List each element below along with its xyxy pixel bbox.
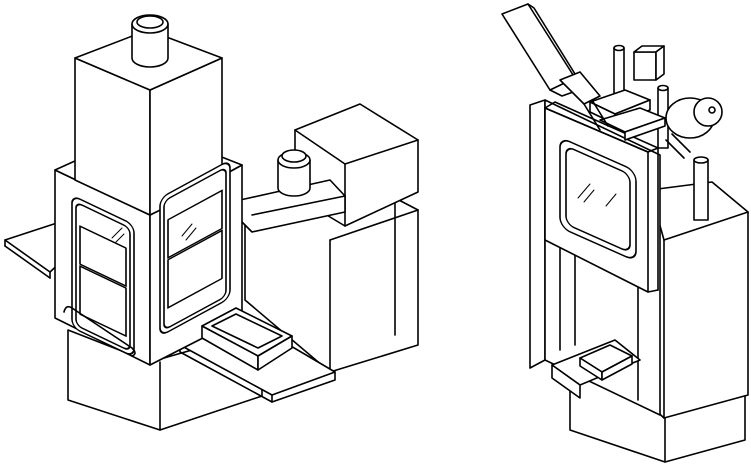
press-a <box>4 14 419 431</box>
door-window <box>559 139 637 259</box>
upper-housing <box>74 29 223 216</box>
right-drum <box>277 149 311 197</box>
motor-cap <box>131 14 169 68</box>
base-block-right <box>244 197 419 373</box>
front-tray <box>201 307 293 371</box>
tilt-arm <box>501 3 609 131</box>
valve-head <box>589 45 666 141</box>
inner-tray <box>551 339 641 399</box>
rear-cabinet <box>649 181 749 419</box>
door-handle <box>63 305 136 357</box>
left-window <box>71 197 135 355</box>
press-b <box>501 3 749 463</box>
front-window <box>159 162 231 334</box>
round-motor <box>665 97 723 159</box>
